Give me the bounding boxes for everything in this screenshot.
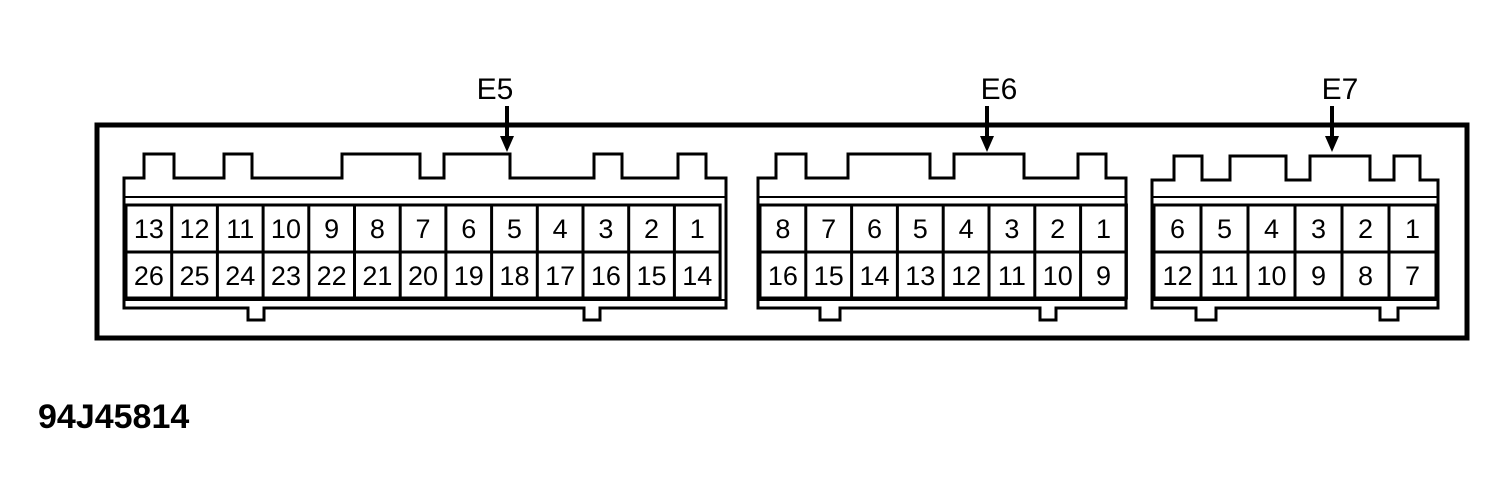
pin-number: 6: [1170, 214, 1185, 244]
pin-number: 1: [1096, 214, 1111, 244]
pin-number: 2: [644, 214, 659, 244]
pin-number: 12: [180, 214, 210, 244]
pin-number: 5: [913, 214, 928, 244]
pin-number: 10: [1043, 261, 1073, 291]
pin-number: 7: [821, 214, 836, 244]
pin-number: 16: [768, 261, 798, 291]
pin-number: 2: [1358, 214, 1373, 244]
connector-shell: [756, 152, 1128, 322]
pin-number: 21: [362, 261, 392, 291]
pin-number: 3: [1311, 214, 1326, 244]
pin-number: 1: [1405, 214, 1420, 244]
pin-number: 4: [553, 214, 568, 244]
pin-number: 12: [1162, 261, 1192, 291]
pin-number: 23: [271, 261, 301, 291]
pin-number: 24: [225, 261, 255, 291]
pin-number: 1: [690, 214, 705, 244]
connector-arrow-head: [1325, 136, 1339, 152]
pin-number: 5: [1217, 214, 1232, 244]
pin-number: 8: [775, 214, 790, 244]
connector-shell: [122, 152, 728, 322]
connector-label: E5: [477, 73, 514, 106]
pin-number: 7: [416, 214, 431, 244]
pin-number: 11: [1210, 261, 1238, 291]
pin-number: 10: [271, 214, 301, 244]
pin-number: 16: [591, 261, 621, 291]
pin-number: 8: [1358, 261, 1373, 291]
connector-label: E6: [981, 73, 1018, 106]
pin-number: 11: [998, 261, 1026, 291]
connector-arrow-head: [500, 136, 514, 152]
pin-number: 9: [324, 214, 339, 244]
pin-number: 7: [1405, 261, 1420, 291]
pin-number: 20: [408, 261, 438, 291]
pin-number: 9: [1096, 261, 1111, 291]
pin-number: 8: [370, 214, 385, 244]
connector-arrow-head: [980, 136, 994, 152]
pin-number: 15: [814, 261, 844, 291]
pin-number: 26: [134, 261, 164, 291]
pin-number: 4: [1264, 214, 1279, 244]
pin-number: 12: [951, 261, 981, 291]
connector-shell: [1150, 154, 1440, 322]
pin-number: 22: [317, 261, 347, 291]
pin-number: 4: [959, 214, 974, 244]
figure-code: 94J45814: [38, 398, 189, 436]
connector-label: E7: [1322, 73, 1359, 106]
pin-number: 14: [682, 261, 712, 291]
pin-number: 15: [637, 261, 667, 291]
pin-number: 10: [1256, 261, 1286, 291]
connector-e7: 6 5 4 3 2 1 12 11 10 9 8 7 E7: [1150, 73, 1440, 322]
pin-number: 3: [598, 214, 613, 244]
pin-number: 13: [905, 261, 935, 291]
pin-number: 6: [461, 214, 476, 244]
pin-number: 14: [859, 261, 889, 291]
pin-number: 17: [545, 261, 575, 291]
pin-number: 11: [226, 214, 254, 244]
pin-number: 13: [134, 214, 164, 244]
pin-number: 6: [867, 214, 882, 244]
pin-number: 9: [1311, 261, 1326, 291]
pin-number: 19: [454, 261, 484, 291]
pin-number: 3: [1004, 214, 1019, 244]
pin-number: 25: [180, 261, 210, 291]
pin-number: 5: [507, 214, 522, 244]
pin-number: 2: [1050, 214, 1065, 244]
pin-number: 18: [499, 261, 529, 291]
ecu-housing-outline: [94, 122, 1470, 341]
